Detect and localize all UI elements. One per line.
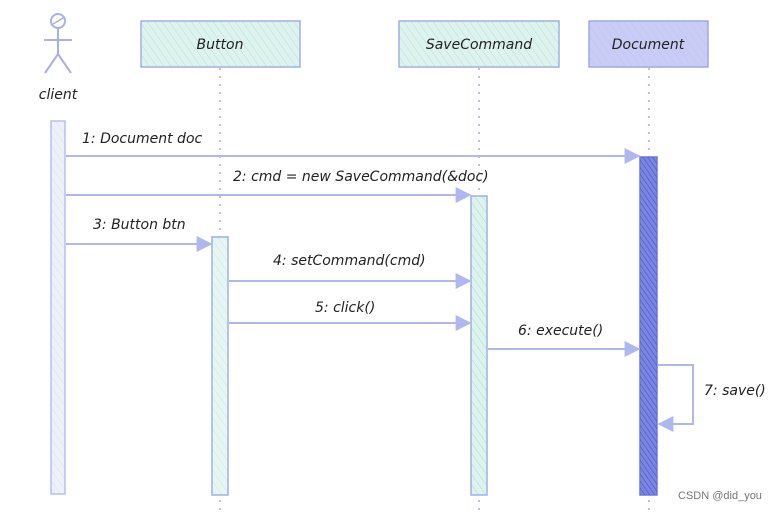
participant-button: Button bbox=[140, 20, 301, 68]
message-5-label: 5: click() bbox=[315, 300, 375, 316]
actor-head-mark bbox=[52, 17, 64, 25]
document-activation-hatch bbox=[640, 157, 657, 495]
savecommand-activation-hatch bbox=[471, 196, 487, 495]
client-label: client bbox=[39, 87, 78, 103]
message-6-label: 6: execute() bbox=[518, 323, 603, 339]
message-5: 5: click() bbox=[229, 300, 472, 331]
participant-savecommand-label: SaveCommand bbox=[426, 37, 532, 53]
participant-savecommand: SaveCommand bbox=[398, 20, 560, 68]
client-actor: client bbox=[39, 13, 78, 103]
message-3: 3: Button btn bbox=[66, 217, 213, 252]
message-7-label: 7: save() bbox=[704, 383, 766, 399]
message-1-label: 1: Document doc bbox=[82, 131, 203, 147]
message-3-label: 3: Button btn bbox=[93, 217, 186, 233]
message-4: 4: setCommand(cmd) bbox=[229, 253, 472, 289]
message-6: 6: execute() bbox=[488, 323, 641, 357]
participant-button-label: Button bbox=[197, 37, 244, 53]
message-4-label: 4: setCommand(cmd) bbox=[273, 253, 426, 269]
message-7-arrow bbox=[657, 364, 694, 432]
participant-document-hatch bbox=[589, 21, 708, 67]
participant-button-hatch bbox=[141, 21, 300, 67]
watermark: CSDN @did_you bbox=[678, 490, 762, 502]
message-2: 2: cmd = new SaveCommand(&doc) bbox=[66, 169, 489, 203]
button-activation-hatch bbox=[212, 237, 228, 495]
participant-document-label: Document bbox=[612, 37, 685, 53]
participant-document: Document bbox=[588, 20, 709, 68]
message-1: 1: Document doc bbox=[66, 131, 641, 164]
participant-savecommand-hatch bbox=[399, 21, 559, 67]
actor-head-icon bbox=[50, 13, 66, 29]
actor-left-leg bbox=[44, 53, 59, 74]
message-7: 7: save() bbox=[657, 364, 766, 432]
client-activation-hatch bbox=[51, 121, 65, 494]
actor-right-leg bbox=[57, 53, 72, 74]
message-2-label: 2: cmd = new SaveCommand(&doc) bbox=[233, 169, 489, 185]
